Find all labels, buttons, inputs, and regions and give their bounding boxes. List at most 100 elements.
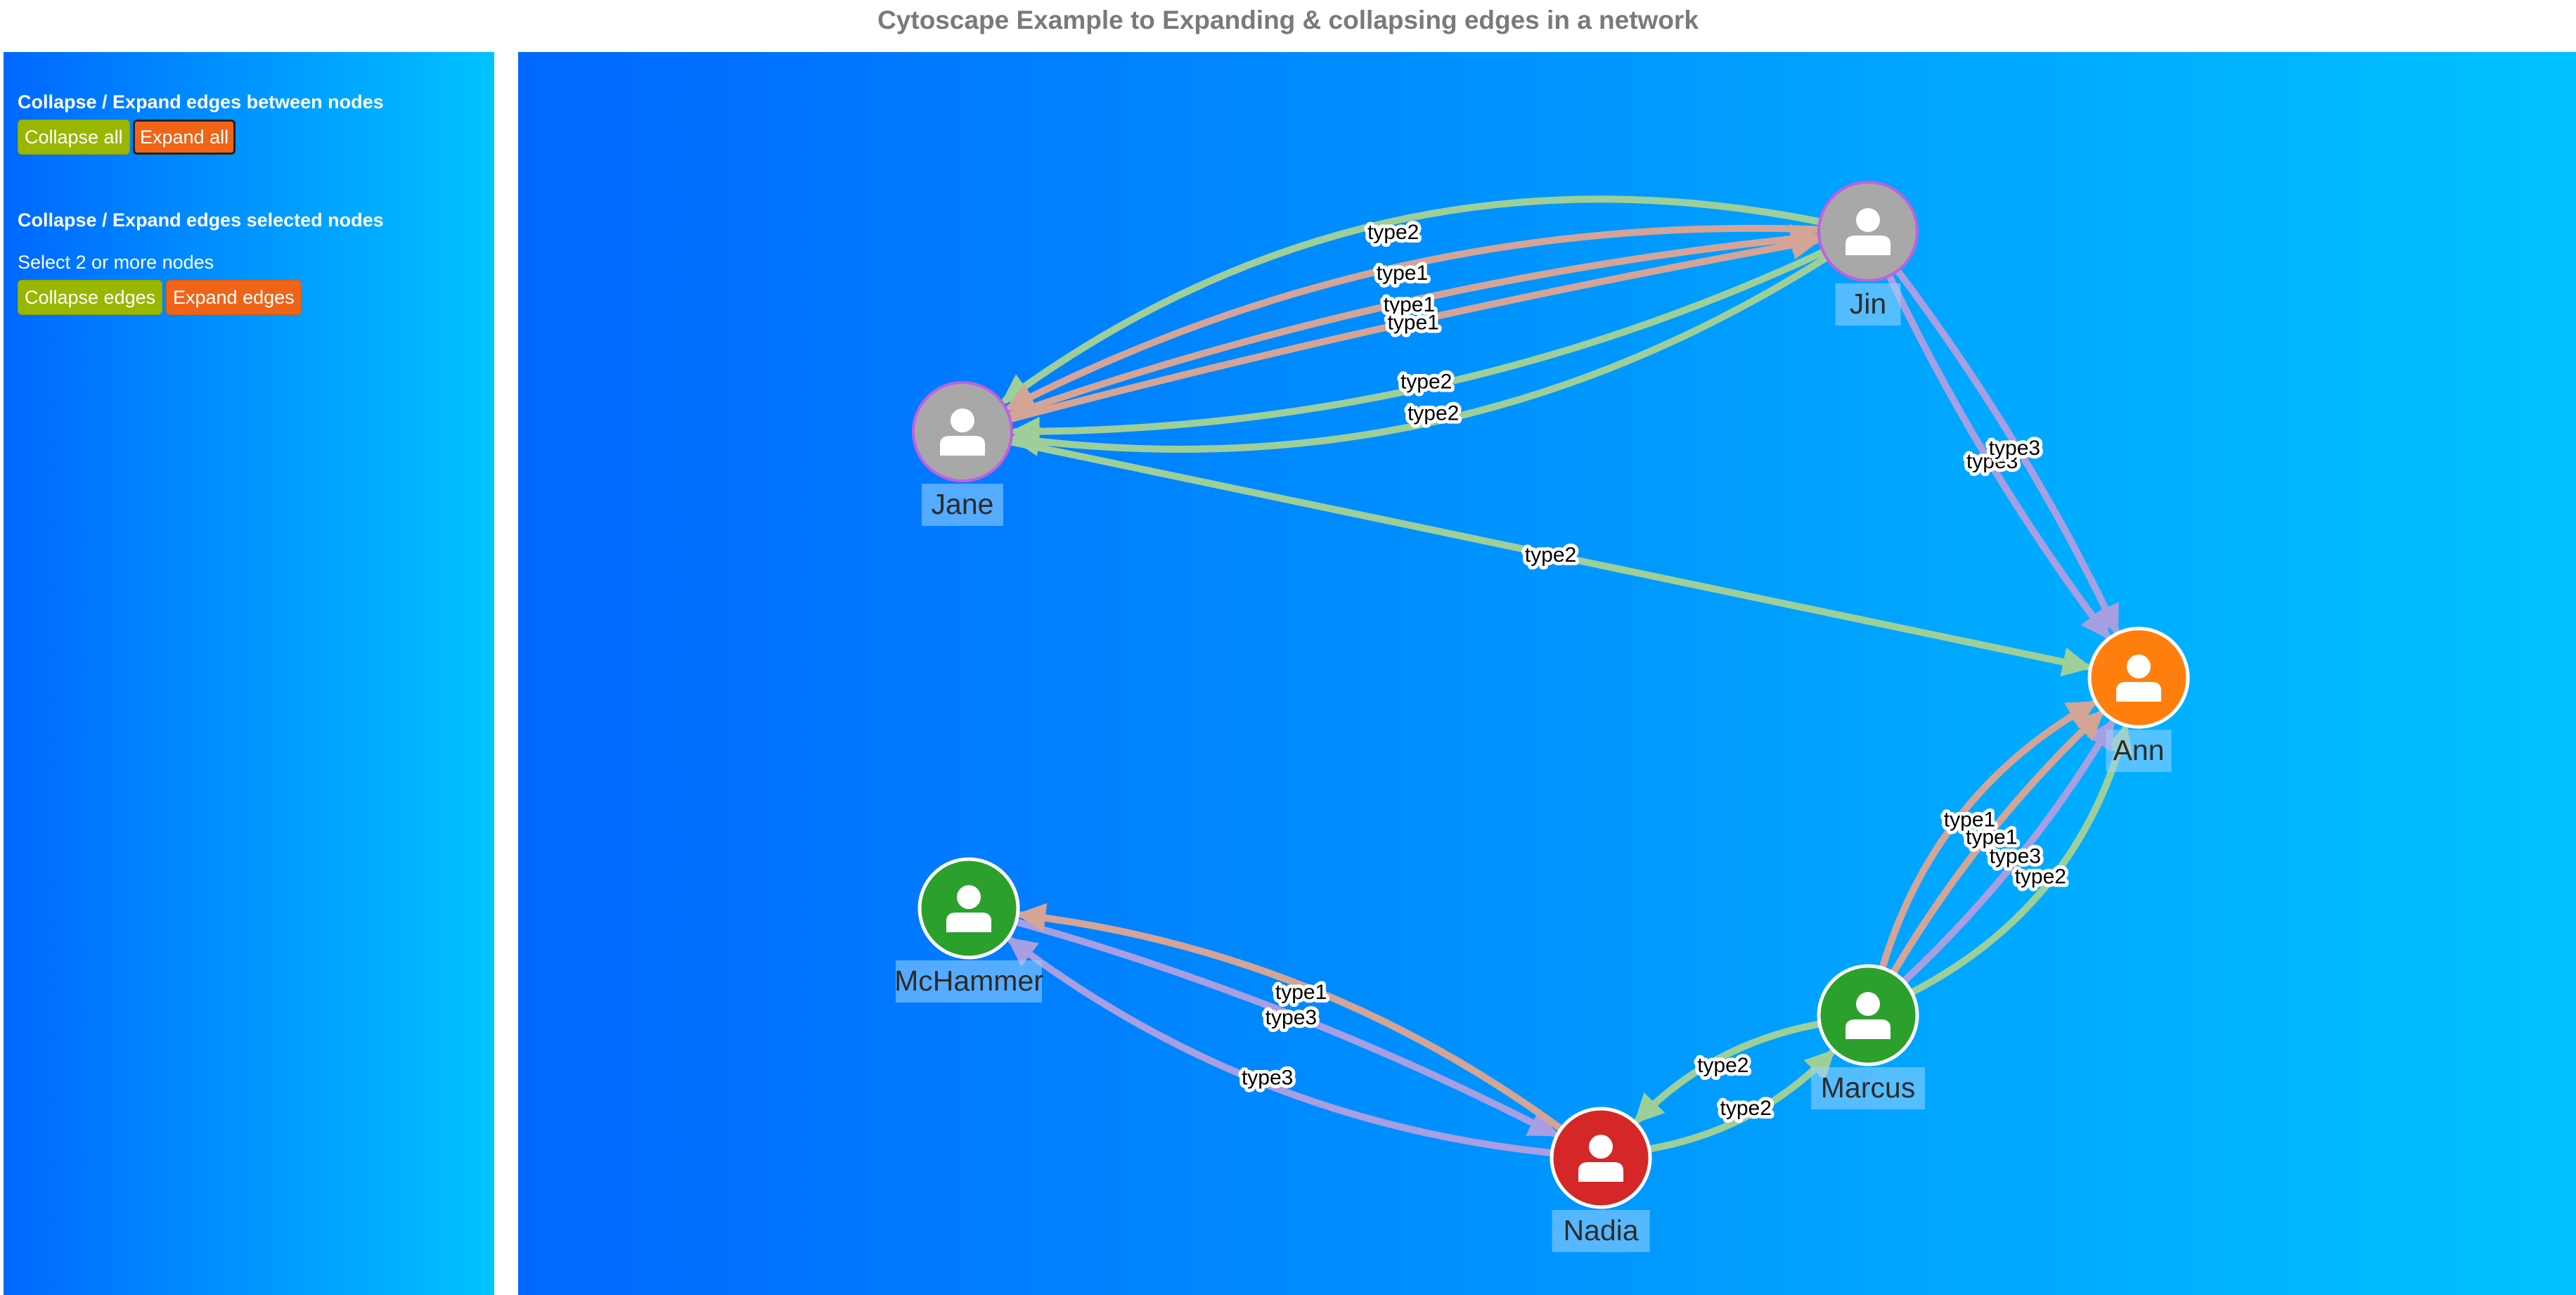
selected-nodes-hint: Select 2 or more nodes	[18, 252, 214, 273]
edge-layer	[1000, 195, 2133, 1157]
collapse-all-button[interactable]: Collapse all	[18, 120, 130, 155]
between-nodes-title: Collapse / Expand edges between nodes	[18, 91, 384, 112]
graph-node-jin[interactable]: Jin	[1817, 181, 1919, 326]
node-label-box	[1835, 283, 1901, 326]
graph-edge[interactable]	[1901, 719, 2115, 984]
svg-text:type1: type1	[1387, 311, 1438, 335]
svg-text:type2: type2	[1525, 543, 1576, 567]
svg-text:type3: type3	[1242, 1066, 1293, 1089]
svg-text:type3: type3	[1990, 844, 2041, 868]
svg-text:type1: type1	[1387, 311, 1438, 335]
edge-label-layer: type2type2type1type1type1type1type1type1…	[1238, 217, 2070, 1123]
svg-text:type3: type3	[1989, 437, 2040, 460]
node-label: Nadia	[1563, 1214, 1638, 1246]
person-icon	[940, 408, 985, 456]
svg-text:type2: type2	[1697, 1054, 1749, 1077]
graph-node-marcus[interactable]: Marcus	[1811, 964, 1925, 1109]
expand-edges-button[interactable]: Expand edges	[166, 280, 302, 315]
svg-text:type3: type3	[1242, 1066, 1293, 1089]
between-nodes-section: Collapse / Expand edges between nodes	[18, 91, 384, 113]
control-sidebar: Collapse / Expand edges between nodes Co…	[4, 52, 494, 1295]
svg-text:type3: type3	[1966, 450, 2018, 473]
svg-text:type2: type2	[1367, 221, 1419, 244]
svg-text:type1: type1	[1944, 808, 1995, 832]
svg-text:type1: type1	[1966, 826, 2017, 849]
graph-edge[interactable]	[1007, 230, 1822, 423]
collapse-edges-button[interactable]: Collapse edges	[18, 280, 163, 315]
graph-edge[interactable]	[1010, 255, 1829, 456]
svg-text:type2: type2	[1367, 221, 1419, 244]
person-icon	[1578, 1135, 1623, 1182]
graph-edge[interactable]	[1006, 936, 1554, 1157]
node-label: Ann	[2113, 734, 2165, 766]
svg-text:type1: type1	[1384, 293, 1435, 316]
svg-text:type3: type3	[1266, 1006, 1317, 1029]
svg-text:type2: type2	[1697, 1054, 1749, 1077]
graph-edge[interactable]	[1634, 1020, 1822, 1124]
graph-edge[interactable]	[1909, 723, 2133, 996]
svg-text:type3: type3	[1266, 1006, 1317, 1029]
svg-text:type1: type1	[1377, 262, 1428, 285]
node-label: Jane	[932, 488, 994, 520]
svg-text:type3: type3	[1990, 844, 2041, 868]
graph-node-jane[interactable]: Jane	[912, 381, 1013, 526]
graph-edge[interactable]	[1879, 700, 2098, 971]
person-icon	[2116, 655, 2161, 702]
graph-edge[interactable]	[1000, 195, 1822, 404]
svg-text:type1: type1	[1384, 293, 1435, 316]
svg-text:type2: type2	[1408, 401, 1459, 425]
expand-all-button[interactable]: Expand all	[133, 120, 236, 155]
graph-edge[interactable]	[1014, 918, 1559, 1138]
node-label-box	[922, 484, 1003, 526]
page-title: Cytoscape Example to Expanding & collaps…	[877, 6, 1699, 34]
svg-text:type3: type3	[1966, 450, 2018, 473]
graph-edge[interactable]	[1016, 903, 1564, 1132]
graph-edge[interactable]	[1008, 438, 2092, 677]
graph-edge[interactable]	[1005, 224, 1822, 411]
graph-edge[interactable]	[1006, 224, 1821, 419]
graph-edge[interactable]	[1886, 273, 2111, 640]
node-label-box	[896, 960, 1042, 1003]
selected-nodes-hint-wrap: Select 2 or more nodes	[18, 252, 214, 273]
svg-text:type1: type1	[1275, 981, 1327, 1004]
node-label: McHammer	[894, 965, 1043, 997]
graph-edge[interactable]	[1895, 268, 2120, 635]
graph-edge[interactable]	[1010, 249, 1826, 446]
node-label-box	[1811, 1067, 1925, 1109]
node-label-box	[1552, 1210, 1650, 1252]
svg-text:type2: type2	[1400, 370, 1452, 393]
svg-text:type2: type2	[1720, 1097, 1772, 1120]
person-icon	[946, 885, 991, 932]
selected-nodes-section: Collapse / Expand edges selected nodes	[18, 210, 384, 231]
person-icon	[1846, 992, 1891, 1039]
selected-nodes-title: Collapse / Expand edges selected nodes	[18, 210, 384, 231]
svg-text:type2: type2	[1525, 543, 1576, 567]
svg-text:type2: type2	[2015, 865, 2066, 888]
node-label: Marcus	[1821, 1071, 1915, 1104]
graph-edge[interactable]	[1890, 710, 2104, 976]
svg-text:type3: type3	[1989, 437, 2040, 460]
network-graph-svg[interactable]: type2type2type1type1type1type1type1type1…	[518, 52, 2576, 1295]
graph-node-nadia[interactable]: Nadia	[1550, 1107, 1652, 1252]
svg-text:type2: type2	[1408, 401, 1459, 425]
svg-text:type1: type1	[1377, 262, 1428, 285]
svg-text:type2: type2	[2015, 865, 2066, 888]
graph-node-ann[interactable]: Ann	[2087, 626, 2190, 772]
graph-node-mchammer[interactable]: McHammer	[894, 857, 1043, 1003]
